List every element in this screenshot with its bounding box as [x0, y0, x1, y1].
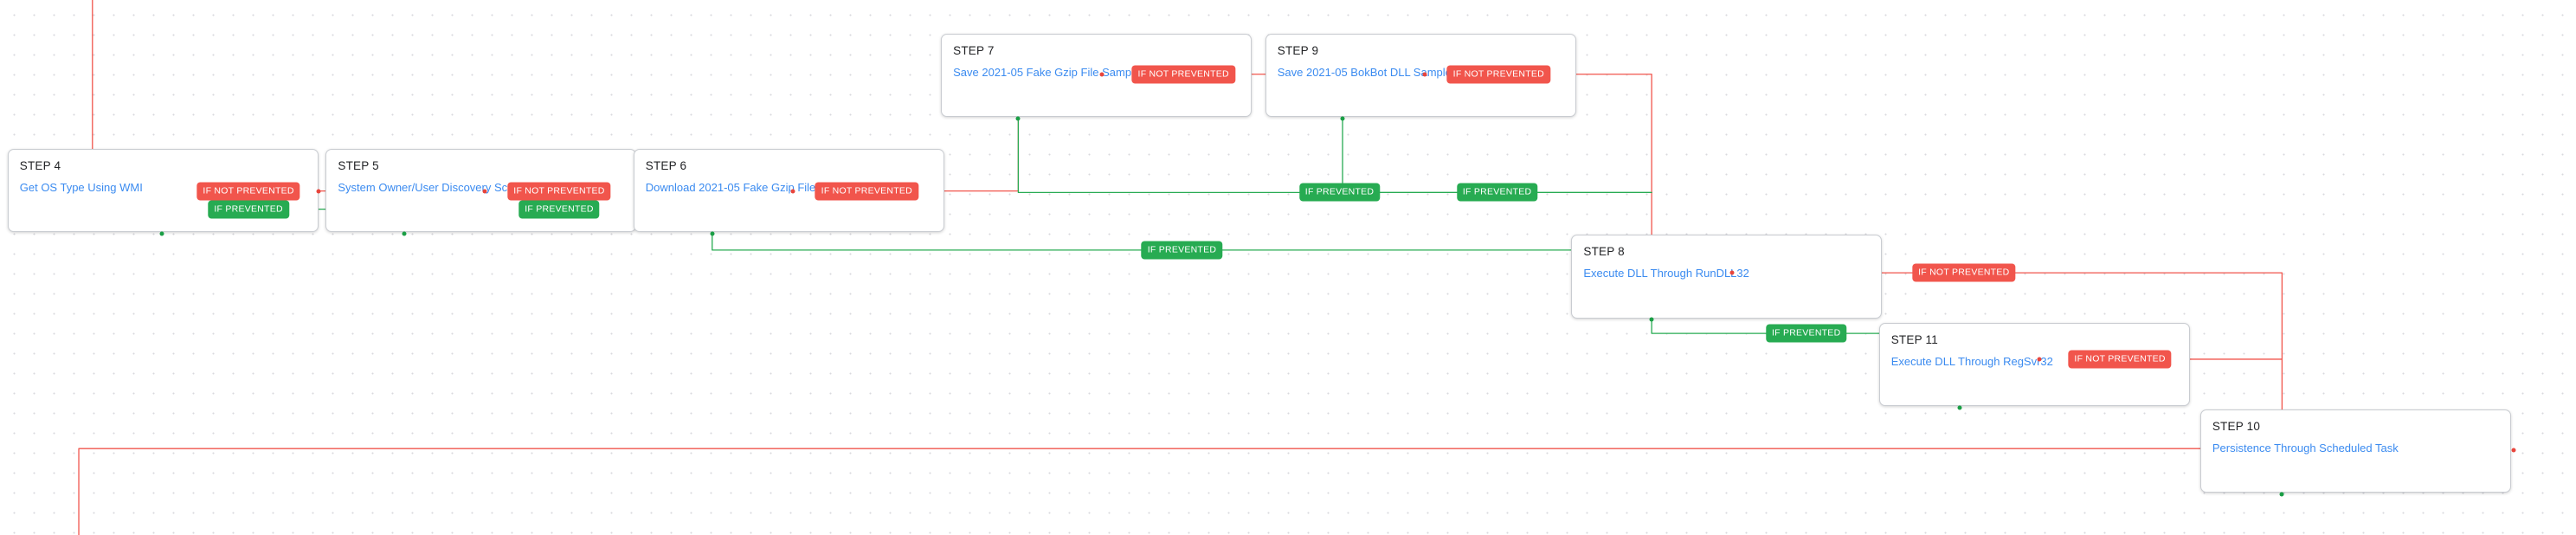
connector-port-p-9-out-neg[interactable]: [1422, 72, 1427, 77]
node-step-label: STEP 9: [1277, 43, 1319, 57]
edge-label-lbl-9-8-pos: IF PREVENTED: [1456, 183, 1538, 202]
connector-port-p-4-out-neg[interactable]: [316, 189, 321, 194]
node-step-label: STEP 5: [338, 158, 379, 172]
edge-e-7-8-pos: [1018, 117, 1652, 193]
node-step-label: STEP 6: [645, 158, 687, 172]
node-title-link[interactable]: Execute DLL Through RunDLL32: [1583, 267, 1749, 280]
edge-label-lbl-7-8-pos: IF PREVENTED: [1298, 183, 1381, 202]
connector-port-p-4-out-pos[interactable]: [159, 231, 164, 236]
connector-port-p-7-out-neg[interactable]: [1099, 72, 1104, 77]
edge-label-lbl-8-11-pos: IF PREVENTED: [1765, 324, 1847, 343]
node-step-label: STEP 10: [2212, 419, 2261, 433]
node-step-label: STEP 7: [953, 43, 995, 57]
node-card-step10[interactable]: STEP 10 Persistence Through Scheduled Tas…: [2199, 409, 2511, 493]
node-card-step8[interactable]: STEP 8 Execute DLL Through RunDLL32: [1571, 235, 1883, 319]
connector-port-p-8-out-neg[interactable]: [1729, 270, 1735, 275]
connector-port-p-6-out-neg[interactable]: [790, 189, 795, 194]
edge-label-lbl-5-6-pos: IF PREVENTED: [518, 200, 600, 219]
edge-label-lbl-4-5-pos: IF PREVENTED: [208, 200, 289, 219]
edge-label-lbl-4-5-neg: IF NOT PREVENTED: [196, 182, 300, 201]
edge-label-lbl-11-neg: IF NOT PREVENTED: [2068, 350, 2172, 369]
connector-port-p-10-out-neg[interactable]: [2511, 448, 2516, 453]
edge-label-lbl-5-6-neg: IF NOT PREVENTED: [507, 182, 611, 201]
node-step-label: STEP 4: [19, 158, 61, 172]
edge-label-lbl-6-8-pos: IF PREVENTED: [1141, 241, 1223, 260]
connector-port-p-11-out-pos[interactable]: [1957, 405, 1961, 410]
connector-port-p-5-out-neg[interactable]: [482, 189, 487, 194]
node-title-link[interactable]: Execute DLL Through RegSvr32: [1890, 354, 2053, 368]
node-title-link[interactable]: Get OS Type Using WMI: [19, 180, 143, 194]
edge-e-10-loop: [79, 448, 2282, 535]
edge-label-lbl-8-out-neg: IF NOT PREVENTED: [1912, 263, 2016, 282]
connector-port-p-6-out-pos[interactable]: [710, 231, 715, 236]
edge-label-lbl-6-7-neg: IF NOT PREVENTED: [815, 182, 918, 201]
edge-label-lbl-7-9-neg: IF NOT PREVENTED: [1131, 65, 1235, 84]
connector-port-p-7-out-pos[interactable]: [1015, 116, 1021, 121]
edge-label-lbl-9-out-neg: IF NOT PREVENTED: [1446, 65, 1550, 84]
node-title-link[interactable]: Persistence Through Scheduled Task: [2212, 441, 2399, 454]
node-title-link[interactable]: System Owner/User Discovery Script: [338, 180, 524, 194]
connector-port-p-10-out-pos[interactable]: [2279, 492, 2284, 497]
edge-e-9-8-pos: [1343, 117, 1652, 193]
connector-port-p-5-out-pos[interactable]: [402, 231, 407, 236]
node-step-label: STEP 11: [1890, 332, 1938, 346]
connector-port-p-11-out-neg[interactable]: [2037, 357, 2042, 362]
node-step-label: STEP 8: [1583, 245, 1625, 259]
connector-port-p-8-out-pos[interactable]: [1649, 317, 1654, 322]
connector-port-p-9-out-pos[interactable]: [1340, 116, 1345, 121]
